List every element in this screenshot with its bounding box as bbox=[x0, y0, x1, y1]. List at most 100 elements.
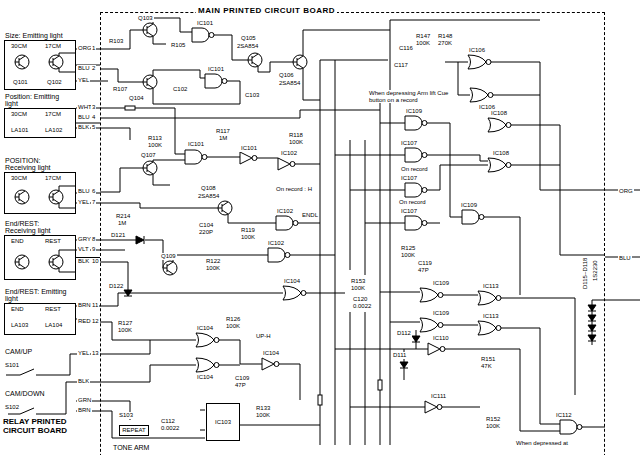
transistor-symbol bbox=[15, 255, 29, 269]
nand-gate bbox=[185, 150, 207, 164]
part-label: 100K bbox=[485, 423, 501, 430]
wire-color: BLK bbox=[77, 258, 90, 265]
nand-gate bbox=[205, 74, 227, 88]
part-label: IC108 bbox=[490, 110, 508, 117]
part-label: C112 bbox=[160, 418, 176, 425]
part-label: 17CM bbox=[45, 111, 61, 118]
part-label: Q102 bbox=[47, 79, 62, 86]
pin-number: 12 bbox=[91, 318, 100, 325]
transistor-symbol bbox=[248, 53, 262, 67]
nor-gate bbox=[420, 318, 443, 332]
nand-gate bbox=[405, 116, 427, 130]
nand-gate bbox=[276, 216, 298, 230]
part-label: END bbox=[11, 238, 24, 245]
part-label: On record : H bbox=[275, 186, 313, 193]
transistor-symbol bbox=[143, 161, 157, 175]
part-label: IC111 bbox=[430, 393, 447, 400]
part-label: R118 bbox=[288, 132, 304, 139]
box-heading: End/REST: Receiving light bbox=[5, 220, 67, 235]
pin-number: 13 bbox=[91, 350, 100, 357]
nor-gate bbox=[478, 321, 501, 335]
wire-color: GRY bbox=[77, 236, 92, 243]
diode-symbol bbox=[124, 290, 132, 296]
part-label: R133 bbox=[255, 405, 271, 412]
part-label: IC102 bbox=[276, 208, 294, 215]
part-label: LA103 bbox=[11, 322, 28, 329]
part-label: R151 bbox=[480, 356, 496, 363]
part-label: IC113 bbox=[482, 313, 500, 320]
part-label: IC108 bbox=[492, 150, 510, 157]
part-label: 2SA854 bbox=[197, 193, 220, 200]
part-label: D122 bbox=[108, 283, 124, 290]
diode-symbol bbox=[400, 362, 408, 368]
part-label: R119 bbox=[240, 227, 256, 234]
pin-number: 10 bbox=[91, 258, 100, 265]
switch-label-box: REPEAT bbox=[119, 425, 149, 436]
part-label: C103 bbox=[244, 92, 260, 99]
transistor-symbol bbox=[143, 23, 157, 37]
part-label: IC101 bbox=[207, 66, 225, 73]
part-label: R113 bbox=[147, 135, 163, 142]
diode-symbol bbox=[588, 305, 596, 311]
wire-color: BLK bbox=[77, 378, 90, 385]
part-label: R147 bbox=[415, 33, 431, 40]
part-label: LA101 bbox=[11, 127, 28, 134]
nand-gate bbox=[405, 148, 427, 162]
nor-gate bbox=[196, 333, 219, 347]
diode-symbol bbox=[588, 335, 596, 341]
pin-number: 3 bbox=[91, 104, 96, 111]
part-label: 47P bbox=[417, 267, 430, 274]
part-label: CAM/DOWN bbox=[4, 390, 46, 398]
part-label: 100K bbox=[205, 265, 221, 272]
board-name: TONE ARM bbox=[112, 444, 150, 452]
transistor-symbol bbox=[293, 55, 307, 69]
part-label: 100K bbox=[255, 412, 271, 419]
part-label: 1S2230 bbox=[592, 259, 599, 282]
part-label: IC107 bbox=[400, 175, 418, 182]
part-label: 30CM bbox=[11, 111, 27, 118]
part-label: Q103 bbox=[137, 15, 154, 22]
part-label: 1M bbox=[117, 220, 127, 227]
nor-gate bbox=[488, 118, 511, 132]
part-label: 0.0022 bbox=[160, 425, 180, 432]
part-label: 100K bbox=[240, 234, 256, 241]
pin-number: 4 bbox=[91, 114, 96, 121]
part-label: Q106 bbox=[278, 72, 295, 79]
sensor-box: End/REST: Emitting lightENDRESTLA103LA10… bbox=[4, 303, 76, 335]
wire-color: BLK bbox=[77, 124, 90, 131]
inverter-gate bbox=[278, 158, 295, 170]
wire bbox=[6, 18, 640, 445]
part-label: 17CM bbox=[45, 175, 61, 182]
inverter-gate bbox=[428, 343, 445, 355]
pin-number: 1 bbox=[91, 45, 96, 52]
resistor-symbol bbox=[318, 395, 322, 405]
wire-color: VLT bbox=[77, 246, 90, 253]
wire-color: BRN bbox=[77, 407, 92, 414]
nand-gate bbox=[192, 28, 214, 42]
board-name: RELAY PRINTED CIRCUIT BOARD bbox=[2, 418, 99, 436]
part-label: REST bbox=[45, 238, 61, 245]
part-label: C109 bbox=[234, 375, 250, 382]
part-label: REPEAT bbox=[122, 427, 146, 434]
board-outline: MAIN PRINTED CIRCUIT BOARDIC103REPEAT bbox=[100, 12, 605, 455]
part-label: IC102 bbox=[280, 150, 298, 157]
part-label: R214 bbox=[115, 213, 131, 220]
part-label: R125 bbox=[400, 245, 416, 252]
part-label: IC110 bbox=[432, 335, 450, 342]
nor-gate bbox=[470, 88, 493, 102]
part-label: IC113 bbox=[482, 283, 500, 290]
nor-gate bbox=[488, 158, 511, 172]
part-label: R105 bbox=[170, 42, 186, 49]
part-label: 2SA854 bbox=[236, 43, 259, 50]
part-label: CAM/UP bbox=[4, 348, 33, 356]
part-label: 100K bbox=[400, 252, 416, 259]
pin-number: 2 bbox=[91, 65, 96, 72]
sensor-box: End/REST: Receiving lightENDREST bbox=[4, 235, 76, 280]
wire-color: BLU bbox=[77, 114, 91, 121]
part-label: UP-H bbox=[255, 333, 272, 340]
box-heading: POSITION: Receiving light bbox=[5, 157, 67, 172]
part-label: Q101 bbox=[13, 79, 28, 86]
part-label: 47P bbox=[234, 382, 247, 389]
resistor-symbol bbox=[125, 106, 135, 110]
